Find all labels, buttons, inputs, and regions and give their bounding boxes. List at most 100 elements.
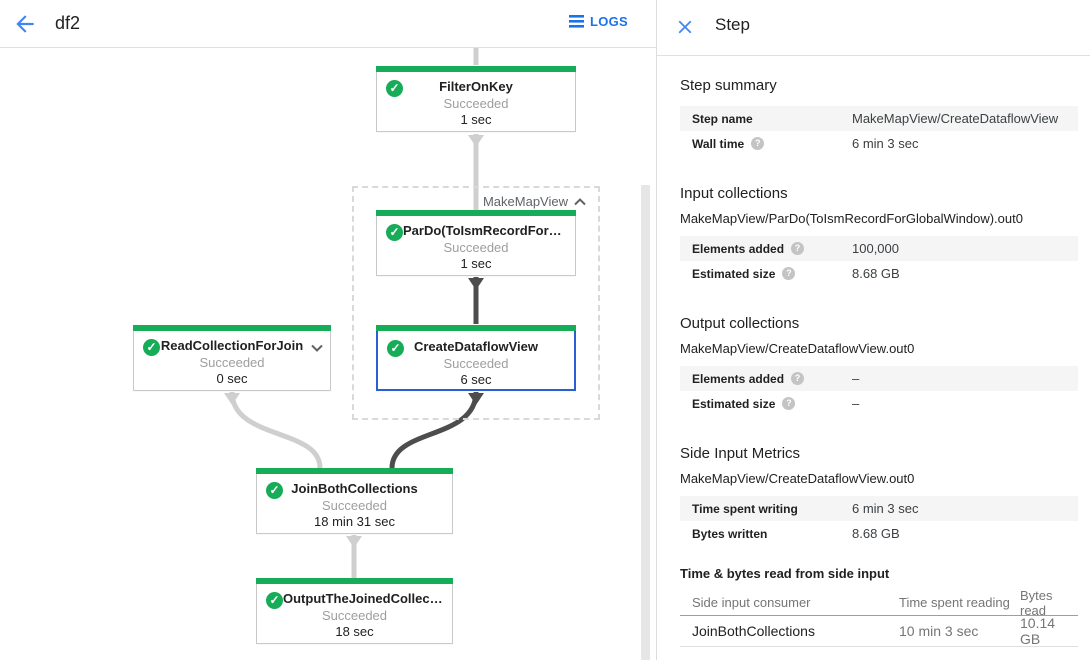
- kv-label: Step name: [692, 111, 753, 126]
- success-check-icon: ✓: [387, 340, 404, 357]
- node-title: JoinBothCollections: [291, 481, 418, 496]
- node-time: 6 sec: [460, 372, 492, 387]
- kv-label: Bytes written: [692, 526, 768, 541]
- help-icon[interactable]: ?: [791, 242, 805, 255]
- kv-row-estimated-size: Estimated size? 8.68 GB: [680, 261, 1078, 286]
- close-button[interactable]: [674, 16, 696, 38]
- back-button[interactable]: [12, 11, 38, 37]
- list-icon: [568, 15, 584, 28]
- kv-value: 8.68 GB: [852, 526, 900, 541]
- kv-value: MakeMapView/CreateDataflowView: [852, 111, 1059, 126]
- arrow-left-icon: [16, 15, 34, 33]
- step-node-readcollectionforjoin[interactable]: ✓ ReadCollectionForJoin Succeeded 0 sec: [133, 325, 331, 391]
- kv-row-wall-time: Wall time? 6 min 3 sec: [680, 131, 1078, 156]
- help-icon[interactable]: ?: [782, 267, 796, 280]
- node-status-bar: [256, 468, 453, 474]
- node-status: Succeeded: [321, 608, 388, 623]
- node-status: Succeeded: [199, 355, 265, 370]
- step-node-createdataflowview-selected[interactable]: ✓ CreateDataflowView Succeeded 6 sec: [376, 325, 576, 391]
- kv-label: Elements added: [692, 241, 785, 256]
- kv-row-elements-added: Elements added? –: [680, 366, 1078, 391]
- node-status: Succeeded: [443, 96, 509, 111]
- group-collapse-toggle[interactable]: MakeMapView: [480, 194, 588, 209]
- node-time: 18 sec: [335, 624, 374, 639]
- section-heading: Side Input Metrics: [680, 445, 801, 462]
- node-status: Succeeded: [321, 498, 388, 513]
- kv-row-estimated-size: Estimated size? –: [680, 391, 1078, 416]
- kv-value: 100,000: [852, 241, 899, 256]
- section-heading: Input collections: [680, 185, 788, 202]
- kv-row-time-spent-writing: Time spent writing 6 min 3 sec: [680, 496, 1078, 521]
- node-status-bar: [376, 210, 576, 216]
- section-step-summary: Step summary Step name MakeMapView/Creat…: [680, 77, 1078, 156]
- node-title: FilterOnKey: [439, 79, 513, 94]
- kv-value: 6 min 3 sec: [852, 136, 919, 151]
- cell-consumer: JoinBothCollections: [692, 623, 815, 639]
- collection-name: MakeMapView/CreateDataflowView.out0: [680, 341, 915, 356]
- kv-row-step-name: Step name MakeMapView/CreateDataflowView: [680, 106, 1078, 131]
- node-expand-toggle[interactable]: [311, 339, 323, 357]
- success-check-icon: ✓: [143, 339, 160, 356]
- success-check-icon: ✓: [266, 482, 283, 499]
- panel-title: Step: [715, 15, 750, 34]
- node-title: ReadCollectionForJoin: [160, 338, 304, 353]
- transform-group-makemapview: MakeMapView: [352, 186, 600, 420]
- success-check-icon: ✓: [266, 592, 283, 609]
- help-icon[interactable]: ?: [791, 372, 805, 385]
- kv-value: –: [852, 371, 860, 386]
- column-header-consumer: Side input consumer: [692, 595, 811, 610]
- kv-row-bytes-written: Bytes written 8.68 GB: [680, 521, 1078, 546]
- node-title: CreateDataflowView: [413, 339, 539, 354]
- help-icon[interactable]: ?: [782, 397, 796, 410]
- success-check-icon: ✓: [386, 80, 403, 97]
- kv-label: Estimated size: [692, 266, 776, 281]
- panel-body: Step summary Step name MakeMapView/Creat…: [657, 56, 1090, 647]
- group-label: MakeMapView: [482, 194, 568, 209]
- step-node-filteronkey[interactable]: ✓ FilterOnKey Succeeded 1 sec: [376, 66, 576, 132]
- graph-edges: [224, 48, 484, 578]
- node-title: ParDo(ToIsmRecordFor…: [403, 223, 562, 238]
- kv-value: 8.68 GB: [852, 266, 900, 281]
- logs-button-label: LOGS: [589, 14, 628, 29]
- collection-name: MakeMapView/CreateDataflowView.out0: [680, 471, 915, 486]
- chevron-up-icon: [574, 197, 586, 205]
- node-title: OutputTheJoinedCollec…: [283, 591, 443, 606]
- node-time: 1 sec: [460, 256, 492, 271]
- section-side-input-table: Time & bytes read from side input Side i…: [680, 566, 1078, 647]
- node-status: Succeeded: [443, 356, 509, 371]
- section-heading: Step summary: [680, 77, 777, 94]
- kv-label: Elements added: [692, 371, 785, 386]
- table-header-row: Side input consumer Time spent reading B…: [680, 587, 1078, 618]
- node-status-bar: [133, 325, 331, 331]
- chevron-down-icon: [311, 344, 323, 352]
- logs-button[interactable]: LOGS: [568, 14, 628, 29]
- kv-label: Estimated size: [692, 396, 776, 411]
- step-node-joinbothcollections[interactable]: ✓ JoinBothCollections Succeeded 18 min 3…: [256, 468, 453, 534]
- step-node-outputthejoinedcollection[interactable]: ✓ OutputTheJoinedCollec… Succeeded 18 se…: [256, 578, 453, 644]
- column-header-bytes-read: Bytes read: [1020, 587, 1053, 618]
- column-header-time-reading: Time spent reading: [899, 595, 1010, 610]
- step-node-pardo-toismrecord[interactable]: ✓ ParDo(ToIsmRecordFor… Succeeded 1 sec: [376, 210, 576, 276]
- step-details-panel: Step Step summary Step name MakeMapView/…: [656, 0, 1090, 660]
- node-status-bar: [376, 325, 576, 331]
- cell-time-reading: 10 min 3 sec: [899, 623, 979, 639]
- collection-name: MakeMapView/ParDo(ToIsmRecordForGlobalWi…: [680, 211, 1023, 226]
- side-input-table: Side input consumer Time spent reading B…: [680, 587, 1078, 647]
- section-heading: Output collections: [680, 315, 800, 332]
- close-icon: [678, 20, 692, 34]
- section-output-collections: Output collections MakeMapView/CreateDat…: [680, 315, 1078, 416]
- success-check-icon: ✓: [386, 224, 403, 241]
- section-input-collections: Input collections MakeMapView/ParDo(ToIs…: [680, 185, 1078, 286]
- node-status: Succeeded: [443, 240, 509, 255]
- node-time: 0 sec: [216, 371, 248, 386]
- kv-label: Time spent writing: [692, 501, 798, 516]
- help-icon[interactable]: ?: [751, 137, 765, 150]
- topbar: df2 LOGS: [0, 0, 656, 48]
- node-status-bar: [376, 66, 576, 72]
- panel-header: Step: [657, 0, 1090, 56]
- vertical-scrollbar[interactable]: [641, 185, 650, 660]
- table-title: Time & bytes read from side input: [680, 566, 890, 581]
- section-side-input-metrics: Side Input Metrics MakeMapView/CreateDat…: [680, 445, 1078, 546]
- job-graph-canvas[interactable]: MakeMapView ✓ FilterOnKey Succeeded 1 se…: [0, 48, 656, 660]
